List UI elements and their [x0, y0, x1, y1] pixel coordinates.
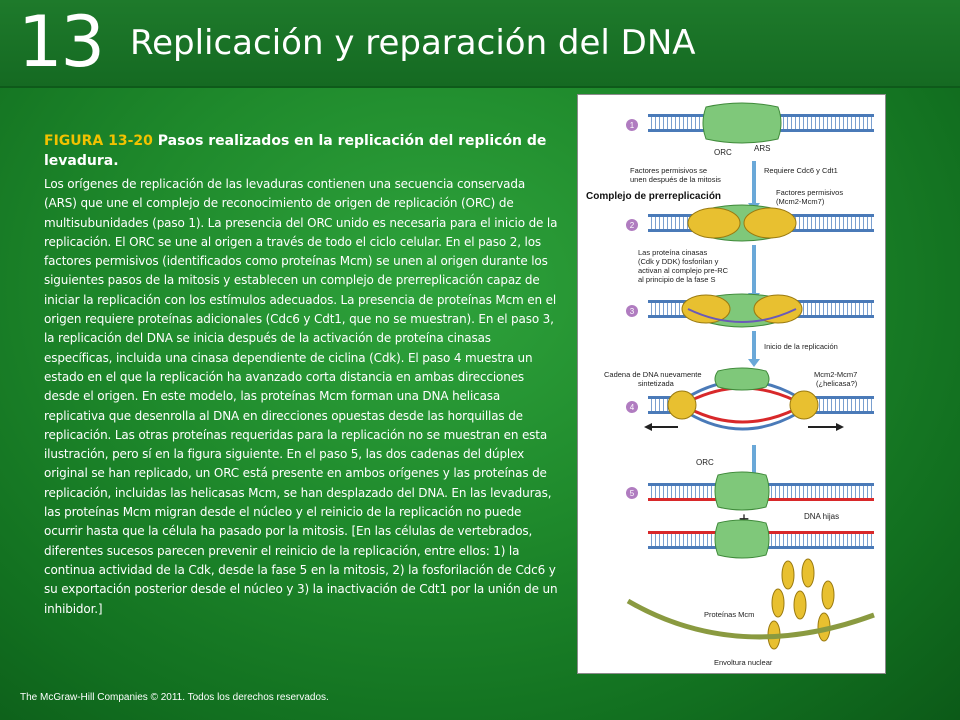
mcm-protein [793, 590, 807, 620]
mcm-protein [821, 580, 835, 610]
label-permissive-2: unen después de la mitosis [630, 175, 721, 184]
figure-body: Los orígenes de replicación de las levad… [44, 177, 558, 616]
label-mcm-heli-1: Mcm2-Mcm7 [814, 370, 857, 379]
plus-sign: + [739, 509, 750, 529]
mcm-helicase-right [789, 390, 819, 420]
label-new-chain-2: sintetizada [638, 379, 675, 388]
figure-number: FIGURA 13-20 [44, 133, 153, 149]
arrow-head-icon [748, 359, 760, 367]
orc-complex [714, 519, 770, 559]
nuclear-envelope [626, 598, 875, 640]
step-4-group: Cadena de DNA nuevamente sintetizada Mcm… [604, 367, 874, 431]
replication-diagram: 1 ORC ARS Factores permisivos se unen de… [577, 94, 886, 674]
label-prerep: Complejo de prerreplicación [586, 191, 721, 202]
step-number-1: 1 [630, 121, 635, 130]
mcm-protein [771, 588, 785, 618]
step-badge-4 [626, 401, 638, 413]
label-requires: Requiere Cdc6 y Cdt1 [764, 166, 838, 175]
mcm-helicase-left [687, 207, 741, 239]
header-bar: 13 Replicación y reparación del DNA [0, 0, 960, 88]
step-badge-5 [626, 487, 638, 499]
mcm-migration-group: Proteínas Mcm Envoltura nuclear [626, 558, 875, 667]
label-nuclear-env: Envoltura nuclear [714, 658, 773, 667]
label-permissive-mcm-1: Factores permisivos [776, 188, 843, 197]
label-permissive-mcm-2: (Mcm2-Mcm7) [776, 197, 825, 206]
step-number-5: 5 [630, 489, 635, 498]
step-number-2: 2 [630, 221, 635, 230]
step-1-group: 1 ORC ARS [626, 102, 874, 157]
figure-title: Pasos realizados en la replicación del r… [44, 133, 547, 169]
chapter-number: 13 [18, 1, 105, 83]
mcm-protein [781, 560, 795, 590]
label-daughters: DNA hijas [804, 512, 839, 521]
mcm-helicase-left [681, 294, 731, 324]
step-badge-1 [626, 119, 638, 131]
footer-copyright: The McGraw-Hill Companies © 2011. Todos … [20, 692, 329, 703]
orc-complex [714, 471, 770, 511]
label-kinase-1: Las proteína cinasas [638, 248, 707, 257]
mcm-helicase-left [667, 390, 697, 420]
mcm-protein [801, 558, 815, 588]
slide-title: Replicación y reparación del DNA [130, 23, 696, 63]
mcm-helicase-right [753, 294, 803, 324]
step-2-group: 2 [626, 204, 874, 242]
label-init: Inicio de la replicación [764, 342, 838, 351]
label-mcm-proteins: Proteínas Mcm [704, 610, 754, 619]
mcm-helicase-right [743, 207, 797, 239]
label-mcm-heli-2: (¿helicasa?) [816, 379, 858, 388]
open-bubble-line [687, 308, 797, 323]
new-dna-strand [689, 407, 797, 424]
orc-complex [714, 367, 770, 391]
orc-complex [702, 102, 782, 144]
step-number-3: 3 [630, 307, 635, 316]
label-kinase-2: (Cdk y DDK) fosforilan y [638, 257, 719, 266]
step-badge-3 [626, 305, 638, 317]
step-5-group: 5 + DNA hijas [626, 471, 874, 559]
step-number-4: 4 [630, 403, 635, 412]
figure-heading: FIGURA 13-20 Pasos realizados en la repl… [44, 131, 560, 171]
step-badge-2 [626, 219, 638, 231]
label-kinase-3: activan al complejo pre-RC [638, 266, 729, 275]
label-orc: ORC [714, 148, 732, 157]
label-orc-2: ORC [696, 458, 714, 467]
label-ars: ARS [754, 144, 770, 153]
label-new-chain-1: Cadena de DNA nuevamente [604, 370, 702, 379]
replication-diagram-svg: 1 ORC ARS Factores permisivos se unen de… [586, 102, 875, 667]
step-3-group: 3 [626, 293, 874, 328]
figure-caption: FIGURA 13-20 Pasos realizados en la repl… [44, 131, 560, 619]
label-kinase-4: al principio de la fase S [638, 275, 716, 284]
label-permissive-1: Factores permisivos se [630, 166, 707, 175]
